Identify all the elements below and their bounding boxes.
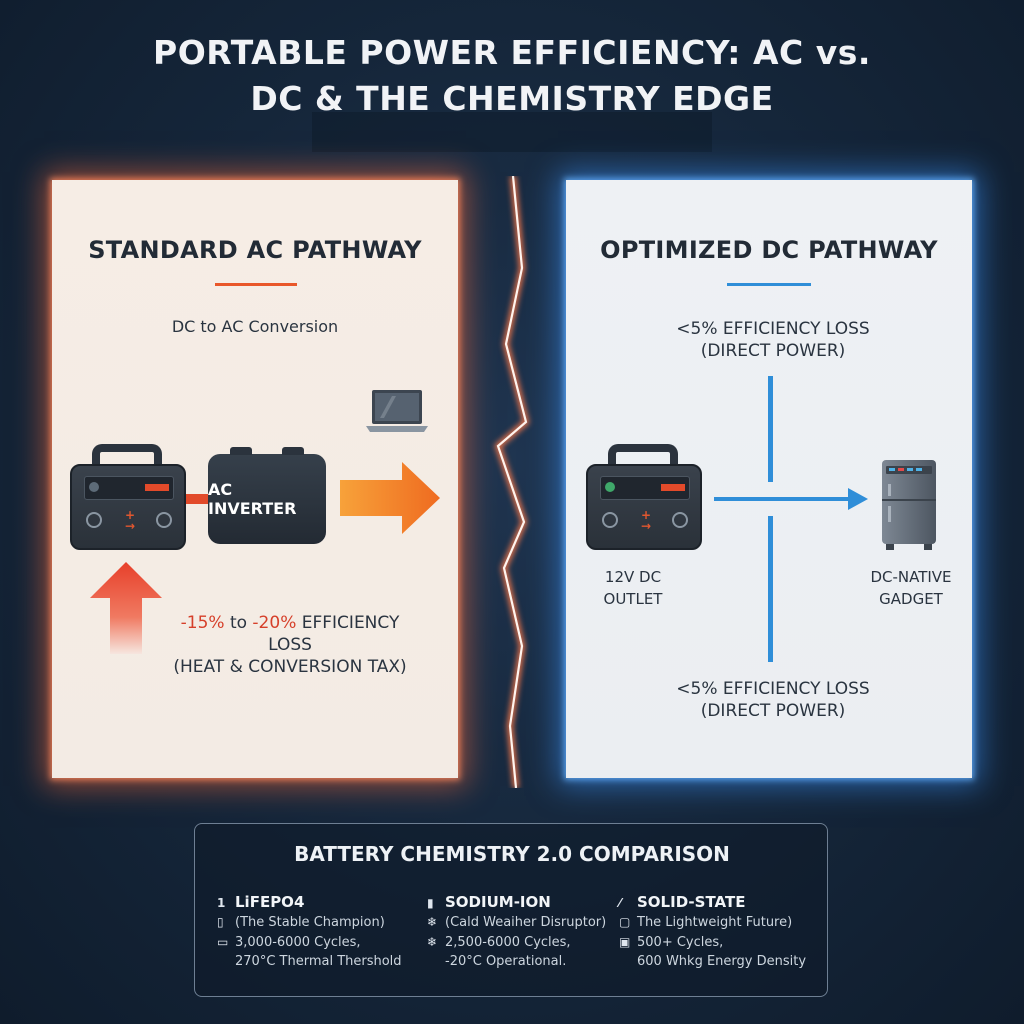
page-title-line-1: PORTABLE POWER EFFICIENCY: AC vs. bbox=[153, 33, 871, 72]
chemistry-line-2: 600 Whkg Energy Density bbox=[637, 954, 807, 969]
title-shade bbox=[312, 112, 712, 152]
chemistry-column-solid-state: ⁄ SOLID-STATE ▢ The Lightweight Future) ▣ 5… bbox=[619, 892, 825, 972]
ac-conversion-label: DC to AC Conversion bbox=[171, 317, 339, 336]
dc-gadget-label: DC-NATIVE GADGET bbox=[860, 566, 962, 610]
chemistry-name: SODIUM-ION bbox=[445, 893, 551, 911]
dc-vertical-line-top bbox=[768, 376, 773, 482]
chemistry-name: LiFEPO4 bbox=[235, 893, 305, 911]
dc-gadget-line-1: DC-NATIVE bbox=[870, 568, 952, 586]
marker-number: 1 bbox=[217, 896, 226, 910]
ac-loss-low: -15% bbox=[180, 613, 225, 633]
dc-outlet-label: 12V DC OUTLET bbox=[588, 566, 678, 610]
ac-connector-bar bbox=[186, 494, 210, 504]
chemistry-column-sodium-ion: ▮ SODIUM-ION ❄ (Cald Weaiher Disruptor) ❄ 2… bbox=[427, 892, 627, 972]
chemistry-subtitle: The Lightweight Future) bbox=[637, 915, 793, 930]
dc-outlet-line-1: 12V DC bbox=[604, 568, 662, 586]
ac-title-underline bbox=[215, 283, 297, 286]
dc-pathway-panel: OPTIMIZED DC PATHWAY <5% EFFICIENCY LOSS… bbox=[566, 180, 972, 778]
feather-icon: ⁄ bbox=[619, 896, 622, 910]
battery-icon: ▭ bbox=[217, 935, 229, 949]
chemistry-line-1: 500+ Cycles, bbox=[637, 935, 724, 950]
chemistry-title: BATTERY CHEMISTRY 2.0 COMPARISON bbox=[294, 842, 730, 866]
battery-tall-icon: ▯ bbox=[217, 915, 224, 929]
ac-loss-to: to bbox=[224, 613, 253, 633]
dc-loss-top-line-1: <5% EFFICIENCY LOSS bbox=[676, 319, 870, 339]
mini-fridge-icon bbox=[880, 458, 940, 552]
dc-power-station-icon: +→ bbox=[586, 444, 702, 550]
chip-icon: ▢ bbox=[619, 915, 631, 929]
arrow-right-icon bbox=[340, 462, 442, 534]
ac-loss-label: EFFICIENCY LOSS bbox=[268, 613, 400, 655]
dc-outlet-line-2: OUTLET bbox=[603, 590, 663, 608]
dc-title-underline bbox=[727, 283, 811, 286]
page-title: PORTABLE POWER EFFICIENCY: AC vs. DC & T… bbox=[0, 30, 1024, 122]
arrow-up-icon bbox=[90, 562, 162, 654]
snowflake-icon: ❄ bbox=[427, 935, 438, 949]
dc-loss-top: <5% EFFICIENCY LOSS (DIRECT POWER) bbox=[566, 318, 980, 362]
chemistry-subtitle: (Cald Weaiher Disruptor) bbox=[445, 915, 607, 930]
chemistry-name: SOLID-STATE bbox=[637, 893, 746, 911]
battery-small-icon: ▮ bbox=[427, 896, 434, 910]
dc-gadget-line-2: GADGET bbox=[879, 590, 943, 608]
ac-loss-high: -20% bbox=[252, 613, 297, 633]
ac-pathway-panel: STANDARD AC PATHWAY DC to AC Conversion … bbox=[52, 180, 458, 778]
chemistry-line-1: 2,500-6000 Cycles, bbox=[445, 935, 571, 950]
dc-loss-bottom: <5% EFFICIENCY LOSS (DIRECT POWER) bbox=[566, 678, 980, 722]
snowflake-icon: ❄ bbox=[427, 915, 438, 929]
chemistry-line-2: 270°C Thermal Thershold bbox=[235, 954, 402, 969]
dc-vertical-line-bottom bbox=[768, 516, 773, 662]
laptop-icon bbox=[364, 388, 430, 434]
chemistry-line-2: -20°C Operational. bbox=[445, 954, 567, 969]
ac-loss-text: -15% to -20% EFFICIENCY LOSS (HEAT & CON… bbox=[160, 612, 420, 678]
chemistry-line-1: 3,000-6000 Cycles, bbox=[235, 935, 361, 950]
dc-panel-title: OPTIMIZED DC PATHWAY bbox=[600, 236, 938, 264]
dc-loss-bottom-line-1: <5% EFFICIENCY LOSS bbox=[676, 679, 870, 699]
page-title-line-2: DC & THE CHEMISTRY EDGE bbox=[250, 79, 774, 118]
dc-loss-top-line-2: (DIRECT POWER) bbox=[700, 341, 846, 361]
chemistry-column-lifepo4: 1 LiFEPO4 ▯ (The Stable Champion) ▭ 3,000-6… bbox=[217, 892, 417, 972]
arrow-right-icon bbox=[714, 486, 870, 512]
lightning-divider bbox=[486, 175, 540, 789]
ac-inverter-label: AC INVERTER bbox=[208, 480, 297, 518]
chemistry-subtitle: (The Stable Champion) bbox=[235, 915, 385, 930]
chemistry-comparison-box: BATTERY CHEMISTRY 2.0 COMPARISON 1 LiFEPO… bbox=[194, 823, 828, 997]
ac-panel-title: STANDARD AC PATHWAY bbox=[88, 236, 422, 264]
ac-loss-line-2: (HEAT & CONVERSION TAX) bbox=[173, 657, 407, 677]
chip-icon: ▣ bbox=[619, 935, 631, 949]
dc-loss-bottom-line-2: (DIRECT POWER) bbox=[700, 701, 846, 721]
ac-inverter-box: AC INVERTER bbox=[208, 447, 326, 544]
ac-power-station-icon: +→ bbox=[70, 444, 186, 550]
